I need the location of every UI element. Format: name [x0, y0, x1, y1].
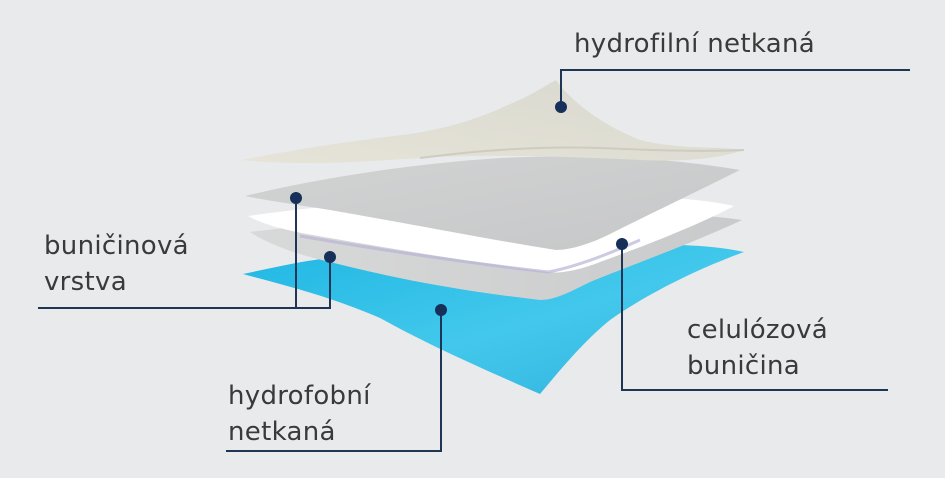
leader-line-pulp-second	[296, 257, 331, 309]
label-cellulose-line1: celulózová	[687, 315, 828, 345]
label-pulp-line2: vrstva	[44, 267, 127, 297]
marker-dot-pulp-upper	[290, 192, 302, 204]
marker-dot-pulp-lower	[324, 251, 336, 263]
leader-lines	[38, 69, 910, 452]
label-hydrophilic-text: hydrofilní netkaná	[574, 29, 815, 59]
leader-line-hydrophobic	[226, 310, 442, 452]
label-hydrophilic-nonwoven: hydrofilní netkaná	[574, 26, 815, 62]
marker-dot-cellulose	[616, 238, 628, 250]
label-hydrophobic-line2: netkaná	[228, 417, 336, 447]
hydrophobic-nonwoven-layer	[243, 244, 744, 394]
leader-line-hydrophilic	[560, 69, 910, 107]
label-pulp-layer: buničinová vrstva	[44, 228, 189, 300]
label-hydrophobic-line1: hydrofobní	[228, 381, 371, 411]
leader-line-cellulose	[621, 244, 888, 391]
label-cellulose-line2: buničina	[687, 351, 801, 381]
marker-dot-hydrophilic	[555, 101, 567, 113]
marker-dots	[290, 101, 628, 316]
label-pulp-line1: buničinová	[44, 231, 189, 261]
marker-dot-hydrophobic	[435, 304, 447, 316]
hydrophilic-nonwoven-layer	[242, 80, 744, 164]
label-hydrophobic-nonwoven: hydrofobní netkaná	[228, 378, 371, 450]
pulp-layer	[245, 156, 740, 250]
label-cellulose-pulp: celulózová buničina	[687, 312, 828, 384]
